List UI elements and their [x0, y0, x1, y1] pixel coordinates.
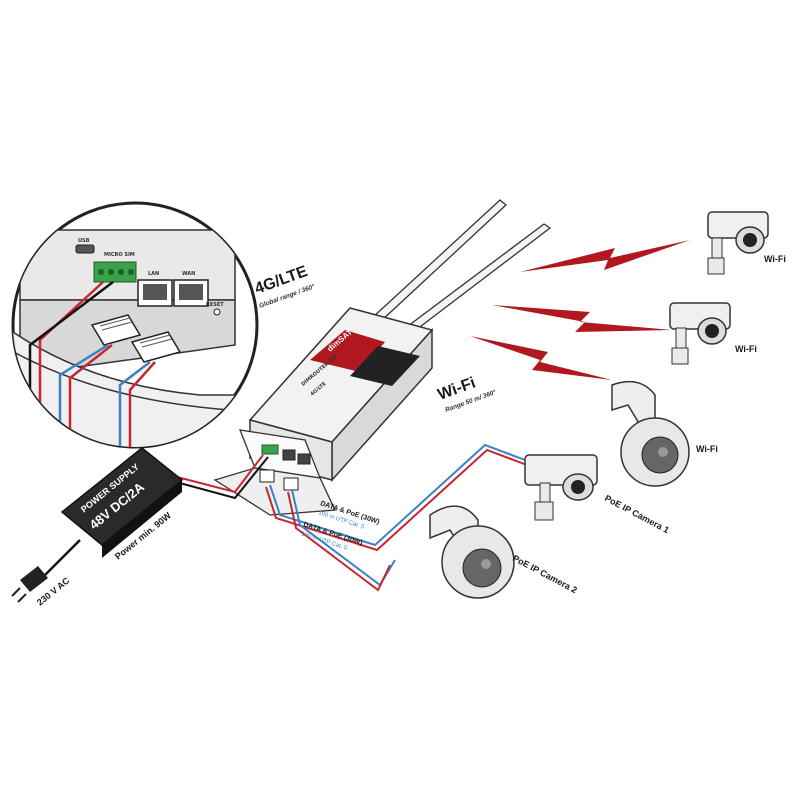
bullet-camera-1: [707, 211, 769, 275]
camera1-label: PoE IP Camera 1: [603, 493, 671, 535]
camera-wifi-label-1: Wi-Fi: [764, 254, 786, 264]
router-plug-1: [259, 469, 275, 483]
lte-router: dimSAT DIMROUTER-LTE 4G/LTE: [213, 199, 552, 516]
dome-camera-1: [611, 380, 690, 487]
camera1-cable-red: [265, 448, 528, 552]
poe-dome-camera-2: [429, 505, 515, 599]
camera1-cable-blue: [269, 443, 526, 547]
rj45-plug-2: [130, 331, 182, 363]
cables: [149, 443, 528, 592]
port-label-reset: RESET: [206, 302, 224, 308]
bullet-camera-2: [669, 302, 731, 365]
rj45-plug-1: [90, 314, 142, 346]
signal-bolt-2: [492, 305, 672, 332]
usb-port: [75, 244, 95, 254]
power-supply: POWER SUPPLY 48V DC/2A Power min. 90W 23…: [11, 447, 184, 608]
camera2-label: PoE IP Camera 2: [511, 553, 579, 595]
power-terminal: [93, 261, 137, 283]
reset-button: [213, 308, 221, 316]
signal-bolt-1: [520, 240, 690, 272]
camera-wifi-label-3: Wi-Fi: [696, 444, 718, 454]
ac-plug: [11, 566, 48, 603]
signal-bolt-3: [470, 336, 612, 380]
port-zoom-inset: USB MICRO SIM LAN WAN RESET: [11, 201, 259, 449]
port-label-lan: LAN: [148, 271, 159, 277]
router-plug-2: [283, 477, 299, 491]
router-lan: [282, 449, 296, 461]
router-terminal: [261, 444, 279, 455]
port-label-usb: USB: [78, 238, 90, 244]
camera2-cable-red: [287, 491, 391, 592]
camera-wifi-label-2: Wi-Fi: [735, 344, 757, 354]
port-label-wan: WAN: [182, 271, 195, 277]
port-label-sim: MICRO SIM: [104, 252, 135, 258]
ac-cord: [39, 539, 81, 581]
lte-signal-bolts: [470, 240, 690, 380]
router-wan: [297, 453, 311, 465]
poe-bullet-camera-1: [524, 454, 598, 521]
